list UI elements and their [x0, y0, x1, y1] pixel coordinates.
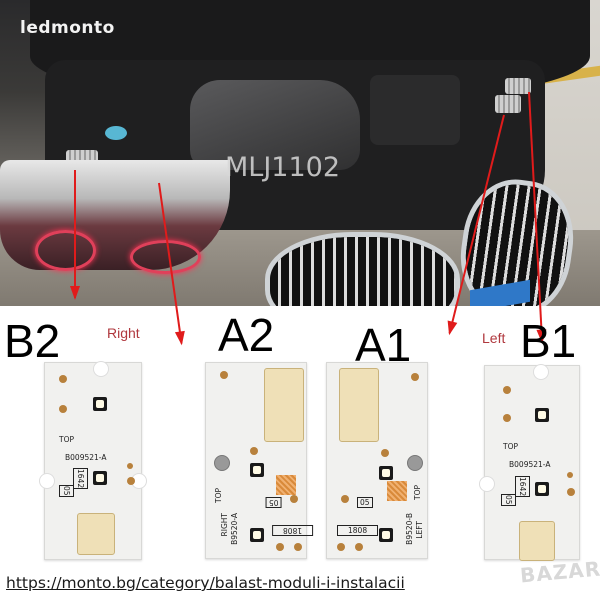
pcb-board-b2: TOP B009521-A 05 1642	[39, 361, 147, 560]
connector-5pin	[264, 368, 304, 442]
ledmonto-watermark: ledmonto	[20, 18, 115, 38]
mount-hole	[93, 361, 109, 377]
connector-2pin	[519, 521, 555, 561]
led-chip	[93, 471, 107, 485]
solder-pad	[59, 375, 67, 383]
label-a1: A1	[355, 319, 412, 371]
screw-hole	[407, 455, 423, 471]
pcb-top-marking: TOP	[214, 488, 223, 504]
mount-hole	[533, 364, 549, 380]
pcb-part-number: B009521-A	[509, 460, 551, 469]
led-chip	[535, 482, 549, 496]
pcb-date-code: 1808	[337, 525, 379, 536]
pcb-part-number: B9520-A	[230, 513, 239, 545]
solder-pad	[341, 495, 349, 503]
solder-pad	[503, 414, 511, 422]
solder-pad	[250, 447, 258, 455]
pcb-top-marking: TOP	[413, 485, 422, 501]
left-headlight	[0, 160, 230, 274]
data-matrix-code	[387, 481, 407, 501]
led-chip	[250, 463, 264, 477]
solder-pad	[381, 449, 389, 457]
solder-pad	[59, 405, 67, 413]
arrow-b2	[70, 170, 80, 300]
pcb-top-marking: TOP	[59, 435, 75, 444]
solder-pad	[411, 373, 419, 381]
connector-5pin	[339, 368, 379, 442]
angel-eye-ring	[35, 230, 96, 271]
solder-pad	[290, 495, 298, 503]
solder-pad	[294, 543, 302, 551]
solder-pad	[503, 386, 511, 394]
engine-cover	[190, 80, 360, 170]
solder-pad	[220, 371, 228, 379]
pcb-board-a2: TOP B9520-A RIGHT 05 1808	[205, 362, 314, 559]
solder-pad	[127, 463, 133, 469]
mount-hole	[39, 473, 55, 489]
air-box	[370, 75, 460, 145]
solder-pad	[337, 543, 345, 551]
pcb-part-number: B9520-B	[405, 513, 414, 545]
led-chip	[379, 466, 393, 480]
category-link[interactable]: https://monto.bg/category/balast-moduli-…	[6, 574, 405, 592]
solder-pad	[567, 472, 573, 478]
label-b2: B2	[4, 315, 61, 367]
data-matrix-code	[276, 475, 296, 495]
label-a2: A2	[218, 309, 275, 361]
pcb-code: 05	[501, 494, 516, 506]
module-b1-location	[505, 78, 531, 94]
pcb-code: 05	[59, 485, 74, 497]
led-chip	[379, 528, 393, 542]
led-chip	[250, 528, 264, 542]
pcb-date-code: 1642	[515, 476, 530, 498]
pcb-board-b1: TOP B009521-A 05 1642	[479, 364, 580, 561]
pcb-part-number: B009521-A	[65, 453, 107, 462]
car-engine-photo: ledmonto MLJ1102	[0, 0, 600, 306]
connector-2pin	[77, 513, 115, 555]
pcb-code: 05	[357, 497, 373, 508]
module-a1-location	[495, 95, 521, 113]
washer-fluid-cap	[105, 126, 127, 140]
pcb-date-code: 1642	[73, 468, 88, 490]
pcb-top-marking: TOP	[503, 442, 519, 451]
pcb-side-marking: RIGHT	[220, 513, 229, 537]
solder-pad	[276, 543, 284, 551]
bazar-watermark: BAZAR	[519, 556, 600, 588]
label-left: Left	[482, 330, 506, 346]
mount-hole	[479, 476, 495, 492]
label-right: Right	[107, 325, 140, 341]
model-code-watermark: MLJ1102	[225, 152, 341, 183]
angel-eye-ring	[130, 240, 201, 274]
solder-pad	[567, 488, 575, 496]
kidney-grille-left	[265, 232, 460, 306]
label-b1: B1	[520, 315, 577, 367]
led-chip	[535, 408, 549, 422]
pcb-code: 05	[266, 497, 282, 508]
solder-pad	[355, 543, 363, 551]
screw-hole	[214, 455, 230, 471]
solder-pad	[127, 477, 135, 485]
pcb-board-a1: TOP B9520-B LEFT 05 1808	[326, 362, 428, 559]
pcb-date-code: 1808	[272, 525, 314, 536]
pcb-side-marking: LEFT	[415, 521, 424, 539]
led-chip	[93, 397, 107, 411]
